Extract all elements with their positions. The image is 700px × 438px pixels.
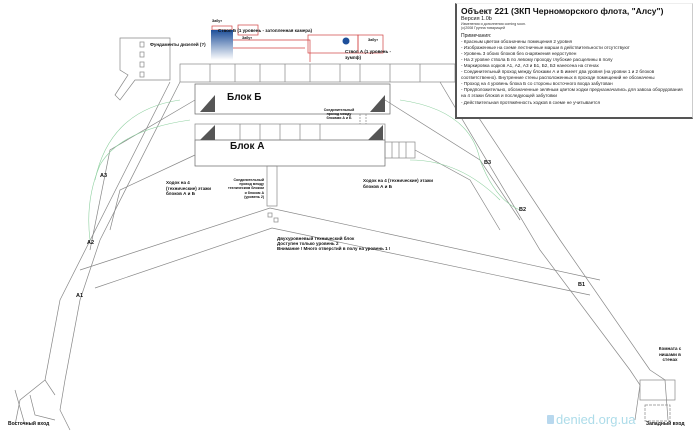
lock-icon [547,415,554,424]
legend-notes-header: Примечания: [461,32,492,39]
tech-block-warning: Внимание ! Много отверстий в полу на уро… [277,246,391,251]
block-b-label: Блок Б [227,92,262,103]
legend-note: - Маркировка ходков А1, А2, А3 и Б1, Б2,… [461,62,599,68]
east-entrance-label: Восточный вход [8,421,50,427]
legend-note: - Предположительно, обозначенные зелёным… [461,87,683,99]
legend-note: - Проход на 4 уровень блока Б со стороны… [461,81,613,87]
block-a-label: Блок А [230,141,265,152]
tech-passage-label: Соединительный проход между техническим … [228,178,264,199]
marker-b3: B3 [484,160,492,166]
marker-b1: B1 [578,282,586,288]
ab-passage-label: Соединительный проход между блоками А и … [323,108,355,121]
block-b-outline [194,83,391,115]
marker-b2: B2 [519,207,527,213]
legend-note: - Изображенные на схеме лестничные марши… [461,44,630,50]
legend-box: Объект 221 (ЗКП Черноморского флота, "Ал… [455,3,693,119]
marker-a2: A2 [87,240,95,246]
west-entrance-label: Западный вход [646,421,685,427]
zabut-label: Забут [242,36,252,40]
shaft-a [342,37,350,45]
legend-note: - На 2 уровне ствола Б по левому проходу… [461,56,613,62]
shaft-b-label: Ствол Б (1 уровень - затопленная камера) [218,28,313,33]
legend-note: - Красным цветом обозначены помещения 2 … [461,38,573,44]
diesel-foundations-label: Фундаменты дизелей (?) [150,42,206,47]
block-a-outline [194,139,386,167]
legend-copyright: (c)2008 Группа товарищей [461,26,505,31]
legend-title: Объект 221 (ЗКП Черноморского флота, "Ал… [461,6,664,16]
legend-note: - Уровень 3 обоих блоков без снаряжения … [461,50,577,56]
legend-note: - Соединительный проход между блоками А … [461,69,655,81]
tech-block-label-1: Двухуровневый технический блок [277,236,355,241]
top-corridor [179,63,456,83]
shaft-a-label: Ствол А (1 уровень - зумпф) [345,49,392,60]
legend-note: - Действительная протяжённость ходков в … [461,99,600,105]
tech-block-label-2: Доступен только уровень 2 [277,241,339,246]
tunnels-left-label: Ходок на 4 (технические) этажи блоков А … [166,180,212,196]
tunnels-right-label: Ходок на 4 (технические) этажи блоков А … [363,178,434,189]
zabut-label: Забут [212,19,222,23]
legend-version: Версия 1.0b [461,16,492,22]
diesel-building [114,37,171,101]
marker-a1: A1 [76,293,84,299]
watermark: denied.org.ua [556,412,636,427]
marker-a3: A3 [100,173,108,179]
legend-changes: Изменения и дополнения coming soon. [461,22,526,26]
tech-block-outline [79,207,601,296]
room-niches-label: Комната с нишами в стенах [658,346,682,362]
shaft-b [211,30,233,60]
zabut-label: Забут [368,38,378,42]
